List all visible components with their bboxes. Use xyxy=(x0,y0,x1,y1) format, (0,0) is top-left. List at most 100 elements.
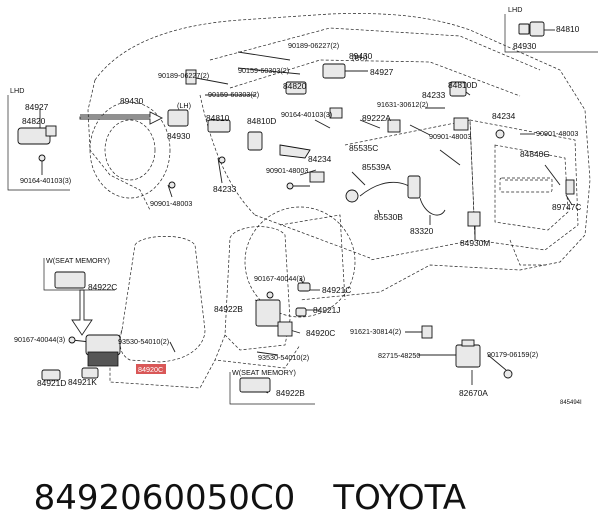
part-caption: 8492060050C0 TOYOTA xyxy=(12,432,504,518)
seat-screw-part xyxy=(68,336,76,344)
part-label: 85535C xyxy=(349,143,378,153)
sensor-part xyxy=(453,117,469,131)
part-label: 84810D xyxy=(448,80,477,90)
actuator-part xyxy=(407,175,421,199)
part-label: 90167-40044(3) xyxy=(254,274,305,283)
seat-memory-switch-part xyxy=(239,377,271,393)
exploded-parts-drawing: LHD LHD (RH) (LH) W(SEAT MEMORY) W(SEAT … xyxy=(7,5,598,406)
door-switch-part xyxy=(167,109,189,127)
bolt-part-mid xyxy=(218,156,226,164)
part-label: 84810D xyxy=(247,116,276,126)
part-label: 84234 xyxy=(492,111,516,121)
part-label: 84233 xyxy=(213,184,237,194)
lhd-clip-part xyxy=(45,125,57,137)
lhd-switch-part xyxy=(17,127,51,145)
door-module-part xyxy=(207,119,231,133)
clamp-part xyxy=(503,369,513,379)
clip-part xyxy=(518,23,530,35)
switch-part-rear xyxy=(449,81,467,97)
lock-cylinder-part xyxy=(345,189,359,203)
group-frames xyxy=(7,14,598,405)
hatch-switch-part xyxy=(467,211,481,227)
part-label: 84921D xyxy=(37,378,66,388)
seat-control-part-right xyxy=(277,321,293,337)
part-label: 93530-54010(2) xyxy=(118,337,169,346)
vehicle-outline xyxy=(87,13,591,318)
part-label: 84840G xyxy=(520,149,550,159)
part-labels: 84810 84930 90189-06227(2) 89430 90159-6… xyxy=(14,24,582,406)
knob-part xyxy=(297,282,311,292)
highlighted-part-label: 84920C xyxy=(138,365,163,374)
parts-diagram: LHD LHD (RH) (LH) W(SEAT MEMORY) W(SEAT … xyxy=(7,5,598,518)
module-part xyxy=(285,81,307,95)
part-label: 85530B xyxy=(374,212,403,222)
part-label: 84234 xyxy=(308,154,332,164)
part-glyphs xyxy=(17,21,575,393)
seat-memory-left-label: W(SEAT MEMORY) xyxy=(46,256,110,265)
bolt-part-left xyxy=(168,181,176,189)
seat-knob-part xyxy=(41,369,61,381)
seat-switch-base-part xyxy=(87,351,119,367)
part-number-text: 8492060050C0 xyxy=(33,478,296,518)
nut-part xyxy=(421,325,433,339)
lamp-part xyxy=(309,171,325,183)
part-label: 90901-48003 xyxy=(266,166,308,175)
part-label: 84922B xyxy=(276,388,305,398)
seat-switch-part-right xyxy=(255,299,281,327)
wire-part xyxy=(359,181,416,197)
highlight-marker xyxy=(136,364,166,374)
handle-part xyxy=(247,131,263,151)
part-label: 84921J xyxy=(313,305,340,315)
part-label: 90167-40044(3) xyxy=(14,335,65,344)
part-label: 90159-60303(2) xyxy=(238,66,289,75)
part-label: 89747C xyxy=(552,202,581,212)
part-label: 83320 xyxy=(410,226,434,236)
part-label: 90159-60303(2) xyxy=(208,90,259,99)
knob-part-2 xyxy=(295,307,307,317)
bolt-part xyxy=(495,129,505,139)
seat-switch-part-left xyxy=(54,271,86,289)
bolt-part-center xyxy=(286,182,294,190)
part-label: 84927 xyxy=(370,67,394,77)
module-bracket xyxy=(461,339,475,347)
part-label: 84927 xyxy=(25,102,49,112)
grip-part xyxy=(279,144,311,159)
part-label: 84930 xyxy=(513,41,537,51)
part-label: 91631-30612(2) xyxy=(377,100,428,109)
part-label: 84921C xyxy=(322,285,351,295)
brand-text: TOYOTA xyxy=(333,478,467,518)
part-label: 89430 xyxy=(349,51,373,61)
part-label: 84922B xyxy=(214,304,243,314)
part-label: 90901-48003 xyxy=(536,129,578,138)
part-label: 84930M xyxy=(460,238,490,248)
part-label: 84820 xyxy=(22,116,46,126)
part-label: 84810 xyxy=(206,113,230,123)
wire-part-2 xyxy=(419,197,446,216)
connector-part xyxy=(529,21,545,37)
part-label: 82715-48250 xyxy=(378,351,420,360)
small-switch-part xyxy=(329,107,343,119)
part-label: 89430 xyxy=(120,96,144,106)
part-label: 89222A xyxy=(362,113,391,123)
part-label: 90164-40103(3) xyxy=(20,176,71,185)
part-label: 91621-30814(2) xyxy=(350,327,401,336)
switch-part xyxy=(322,63,346,79)
screw-part xyxy=(38,154,46,162)
part-label: 84921K xyxy=(68,377,97,387)
rh-label: (RH) xyxy=(352,53,367,62)
part-label: 84810 xyxy=(556,24,580,34)
part-label: 93530-54010(2) xyxy=(258,353,309,362)
part-label: 84930 xyxy=(167,131,191,141)
part-label: 90179-06159(2) xyxy=(487,350,538,359)
part-label: 90164-40103(3) xyxy=(281,110,332,119)
lhd-left-label: LHD xyxy=(10,86,24,95)
group-headers: LHD LHD (RH) (LH) W(SEAT MEMORY) W(SEAT … xyxy=(10,5,522,377)
part-label: 84920C xyxy=(306,328,335,338)
part-label: 84233 xyxy=(422,90,446,100)
part-label: 85539A xyxy=(362,162,391,172)
clip-screw-part xyxy=(266,291,274,299)
bracket-part xyxy=(185,69,197,85)
diagram-code: 845494I xyxy=(560,400,582,406)
module-82670A xyxy=(455,344,481,368)
part-label: 82670A xyxy=(459,388,488,398)
